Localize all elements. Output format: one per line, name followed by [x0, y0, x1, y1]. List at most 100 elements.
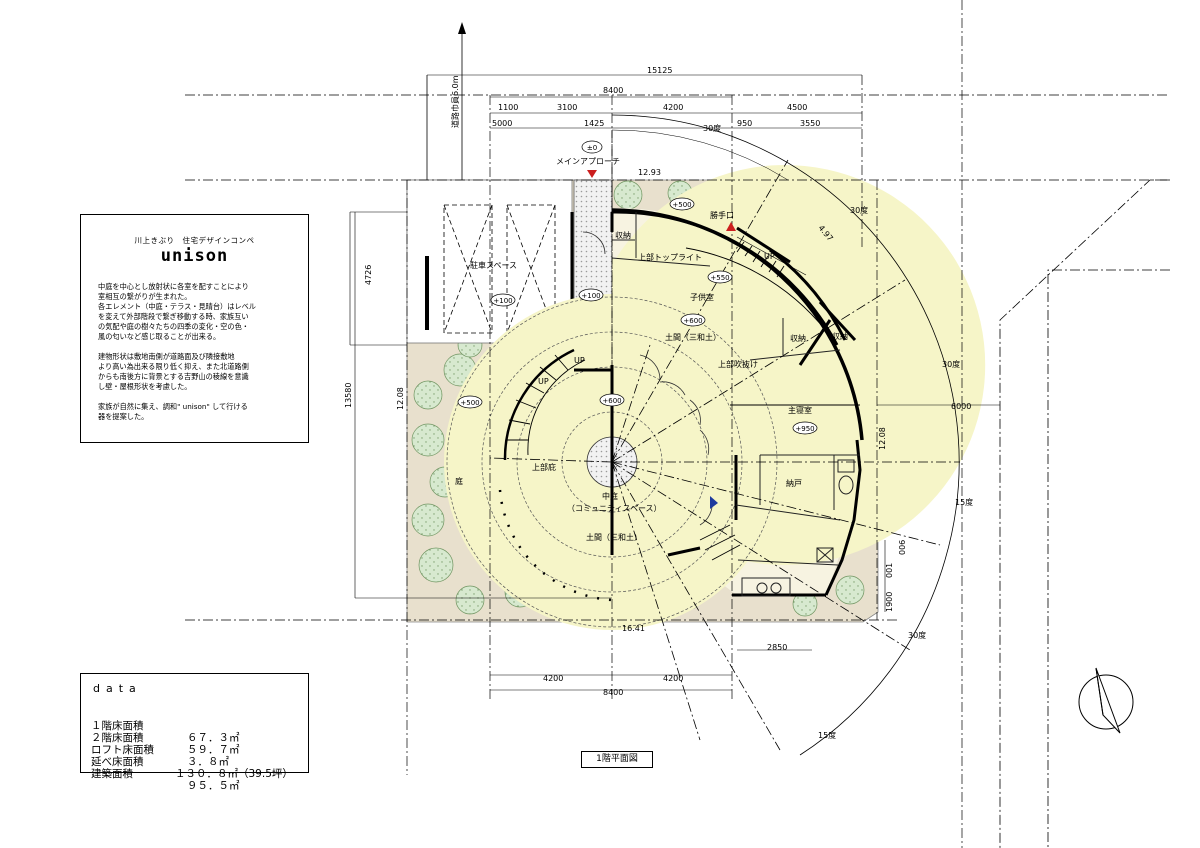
dim-950: 950: [737, 119, 752, 128]
dim-006: 006: [898, 540, 907, 555]
room-shinshitsu: 主寝室: [788, 405, 812, 415]
stair-up-2: UP: [574, 356, 585, 365]
area-value: １３０．８㎡（39.5坪）: [175, 768, 293, 780]
area-label: 建築面積: [91, 768, 133, 780]
dim-12-08-left: 12.08: [396, 387, 405, 410]
area-value: ３．８㎡: [187, 756, 229, 768]
project-title: unison: [160, 246, 229, 266]
area-data-panel: data １階床面積 ６７．３㎡ ２階床面積 ５９．７㎡ ロフト床面積 ３．８㎡…: [80, 673, 309, 792]
inner-curve-wall: [685, 247, 834, 341]
concept-panel: 川上きぶり 住宅デザインコンペ unison 中庭を中心とし放射状に各室を配すこ…: [80, 214, 309, 443]
dim-6000: 6000: [951, 402, 971, 411]
dim-4200-b1: 4200: [543, 674, 563, 683]
entrance-marker: [710, 496, 718, 509]
room-partitions: [611, 212, 860, 597]
north-arrow-top: [458, 22, 466, 34]
dimension-lines: [349, 74, 1000, 691]
room-fukinuke: 上部吹抜け: [718, 359, 758, 369]
area-label: ２階床面積: [91, 732, 144, 744]
angle-15-e: 15度: [955, 497, 973, 507]
room-community: （コミュニティスペース）: [567, 504, 662, 513]
parking-spaces: [443, 204, 556, 334]
stair-up-1: UP: [538, 377, 549, 386]
courtyard-dotted-edge: [498, 489, 613, 602]
dim-5000: 5000: [492, 119, 512, 128]
concept-description: 中庭を中心とし放射状に各室を配すことにより 室相互の繋がりが生まれた。 各エレメ…: [98, 282, 256, 421]
area-label: １階床面積: [91, 720, 144, 732]
dim-15125: 15125: [647, 66, 672, 75]
angle-15-s: 15度: [818, 730, 836, 740]
dim-3550: 3550: [800, 119, 820, 128]
level-600a: +600: [683, 317, 702, 325]
level-500a: +500: [672, 201, 691, 209]
dim-4200-b2: 4200: [663, 674, 683, 683]
dim-8400-top: 8400: [603, 86, 623, 95]
level-tags: [457, 140, 818, 435]
level-550: +550: [710, 274, 729, 282]
dim-12-93: 12.93: [638, 168, 661, 177]
compass-icon: [1078, 667, 1134, 734]
dim-001: 001: [885, 563, 894, 578]
area-value: ９５．５㎡: [187, 780, 240, 792]
dim-4500: 4500: [787, 103, 807, 112]
dim-3100: 3100: [557, 103, 577, 112]
room-nakaniwa: 中庭: [602, 491, 618, 501]
room-niwa: 庭: [455, 476, 463, 486]
room-doma-2: 土間（三和土）: [586, 532, 642, 542]
area-row: 建築面積 ９５．５㎡: [91, 754, 240, 802]
room-doma-1: 土間（三和土）: [665, 332, 721, 342]
area-value: ６７．３㎡: [187, 732, 240, 744]
angle-arcs: [611, 114, 960, 756]
area-row: 延べ床面積 １３０．８㎡（39.5坪）: [91, 742, 293, 790]
dim-1900: 1900: [885, 592, 894, 612]
data-heading: data: [93, 682, 142, 695]
dim-4200-top: 4200: [663, 103, 683, 112]
room-main-approach: メインアプローチ: [556, 157, 620, 166]
dim-1100: 1100: [498, 103, 518, 112]
room-jobu-hisashi: 上部庇: [532, 462, 556, 472]
room-nando: 納戸: [786, 478, 802, 488]
angle-30-e: 30度: [942, 359, 960, 369]
angle-30-top: 30度: [703, 123, 721, 133]
courtyard-openings: [582, 231, 713, 526]
room-storage-3: 収納: [832, 331, 848, 341]
main-approach-marker: [587, 170, 597, 178]
road-width-label: 道路巾員6.0m: [450, 75, 460, 128]
room-storage-1: 収納: [615, 230, 631, 240]
dim-2850: 2850: [767, 643, 787, 652]
area-row: ロフト床面積 ３．８㎡: [91, 730, 229, 778]
level-950: +950: [795, 425, 814, 433]
dim-8400-bottom: 8400: [603, 688, 623, 697]
level-0: ±0: [587, 144, 597, 152]
drawing-caption: 1階平面図: [581, 751, 653, 768]
dim-1425: 1425: [584, 119, 604, 128]
level-100b: +100: [581, 292, 600, 300]
level-100a: +100: [493, 297, 512, 305]
road-boundary: [426, 30, 1170, 848]
area-row: １階床面積 ６７．３㎡: [91, 706, 240, 754]
room-kodomo: 子供室: [690, 292, 714, 302]
level-600b: +600: [602, 397, 621, 405]
area-label: 延べ床面積: [91, 756, 144, 768]
area-value: ５９．７㎡: [187, 744, 240, 756]
kattekuchi-marker: [726, 222, 736, 231]
dim-12-08-right: 12.08: [878, 427, 887, 450]
grid-lines: [185, 0, 1170, 848]
stair-up-3: UP: [764, 252, 775, 261]
angle-30-ne: 30度: [850, 205, 868, 215]
outer-curve-wall: [611, 208, 864, 441]
area-row: ２階床面積 ５９．７㎡: [91, 718, 240, 766]
dim-16-41: 16.41: [622, 624, 645, 633]
room-kattekuchi: 勝手口: [710, 210, 734, 220]
room-top-light: 上部トップライト: [638, 252, 702, 262]
dim-13580: 13580: [344, 383, 353, 408]
dim-4726: 4726: [364, 265, 373, 285]
area-label: ロフト床面積: [91, 744, 154, 756]
angle-30-se: 30度: [908, 630, 926, 640]
room-parking: 駐車スペース: [470, 260, 517, 270]
curved-stairs: [503, 236, 807, 561]
level-500b: +500: [460, 399, 479, 407]
room-storage-2: 収納: [790, 333, 806, 343]
competition-subtitle: 川上きぶり 住宅デザインコンペ: [134, 236, 255, 245]
